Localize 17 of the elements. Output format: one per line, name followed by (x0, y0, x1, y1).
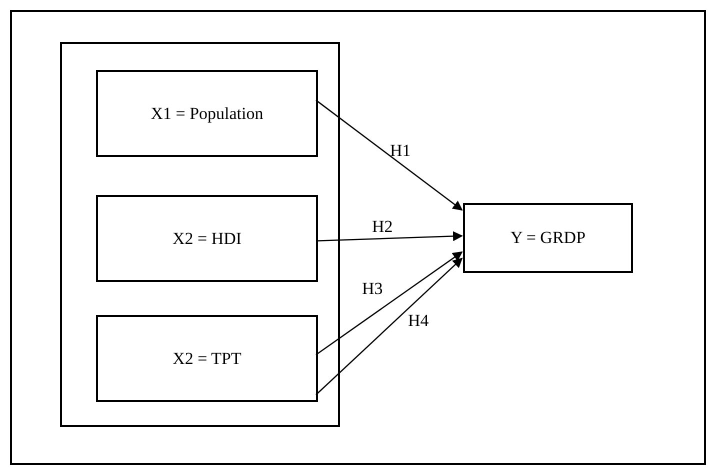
variable-label: X2 = HDI (171, 228, 243, 250)
variable-box (463, 203, 633, 273)
variable-label: Y = GRDP (509, 227, 587, 250)
variable-label: X2 = TPT (172, 348, 242, 370)
arrow (316, 231, 463, 242)
variable-box (96, 195, 318, 282)
arrow (316, 100, 463, 211)
arrow (316, 258, 463, 396)
variable-box (96, 315, 318, 402)
edge-label: H1 (390, 142, 411, 159)
group-box (60, 42, 340, 427)
variable-label: X1 = Population (150, 102, 264, 125)
variable-box (96, 70, 318, 157)
edge-label: H3 (362, 280, 383, 297)
edge-label: H2 (372, 218, 393, 235)
edge-label: H4 (408, 312, 429, 329)
arrow (316, 251, 463, 356)
